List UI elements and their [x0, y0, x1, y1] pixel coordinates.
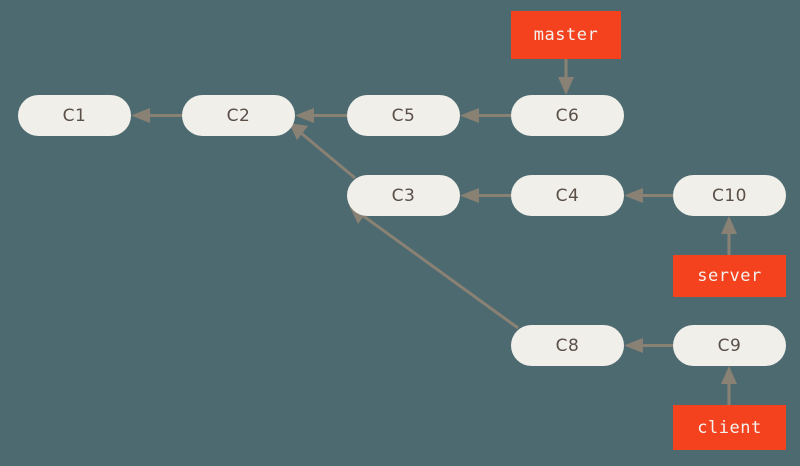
branch-label-server[interactable]: server: [673, 255, 786, 297]
commit-node-c9[interactable]: C9: [673, 325, 786, 366]
edge-c4-to-c3: [460, 188, 511, 203]
edge-client-to-c9: [721, 366, 737, 405]
commit-node-c2[interactable]: C2: [182, 95, 295, 136]
edge-c6-to-c5: [460, 108, 511, 123]
commit-node-c5[interactable]: C5: [347, 95, 460, 136]
edge-c10-to-c4: [624, 188, 673, 203]
edge-server-to-c10: [721, 216, 737, 255]
commit-node-c1[interactable]: C1: [18, 95, 131, 136]
edge-c9-to-c8: [624, 338, 673, 353]
edge-c3-to-c2: [289, 123, 356, 180]
edge-c5-to-c2: [295, 108, 347, 123]
edge-master-to-c6: [558, 59, 574, 95]
commit-node-c6[interactable]: C6: [511, 95, 624, 136]
commit-node-c8[interactable]: C8: [511, 325, 624, 366]
commit-node-c10[interactable]: C10: [673, 175, 786, 216]
branch-label-master[interactable]: master: [511, 11, 621, 59]
branch-label-client[interactable]: client: [673, 405, 786, 450]
commit-node-c3[interactable]: C3: [347, 175, 460, 216]
commit-node-c4[interactable]: C4: [511, 175, 624, 216]
edge-c8-to-c3: [349, 205, 519, 330]
edge-c2-to-c1: [131, 108, 182, 123]
